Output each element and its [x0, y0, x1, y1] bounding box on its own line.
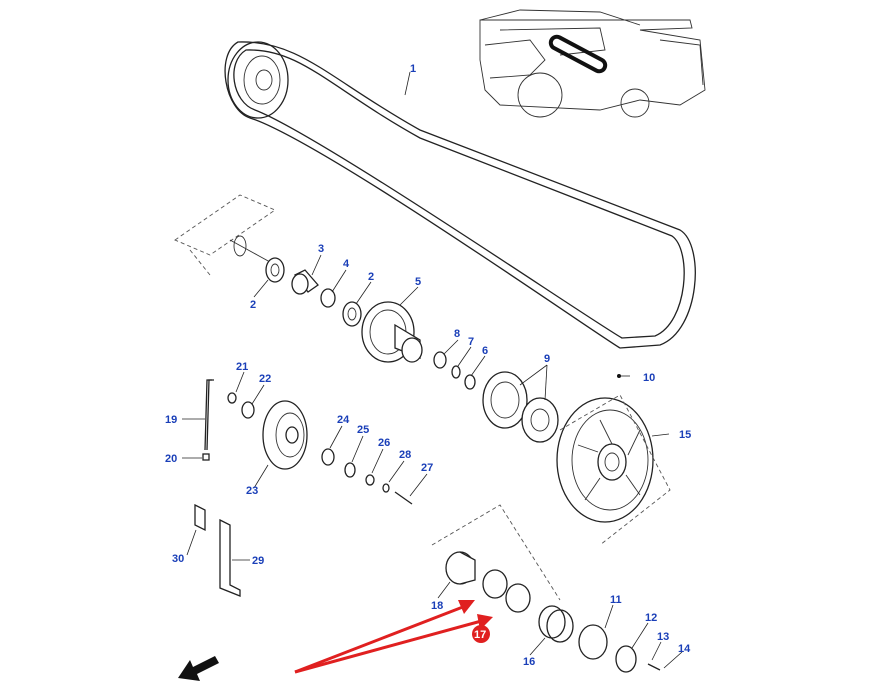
callout-25: 25 — [357, 424, 369, 436]
callout-23: 23 — [246, 485, 258, 497]
callout-17: 17 — [474, 629, 486, 641]
highlight-badge-17 — [472, 625, 490, 643]
callout-12: 12 — [645, 612, 657, 624]
callout-21: 21 — [236, 361, 248, 373]
callout-5: 5 — [415, 276, 421, 288]
leader-lines — [182, 254, 683, 669]
callout-13: 13 — [657, 631, 669, 643]
drive-belt — [224, 41, 696, 349]
callout-4: 4 — [343, 258, 350, 270]
callout-30: 30 — [172, 553, 184, 565]
callout-14: 14 — [678, 643, 691, 655]
callout-19: 19 — [165, 414, 177, 426]
callout-labels: 1 2 2 3 4 5 6 7 8 9 10 11 12 13 14 15 16… — [165, 63, 691, 668]
callout-29: 29 — [252, 555, 264, 567]
callout-28: 28 — [399, 449, 411, 461]
callout-2a: 2 — [250, 299, 256, 311]
shaft-reference — [174, 194, 276, 276]
callout-24: 24 — [337, 414, 350, 426]
callout-9: 9 — [544, 353, 550, 365]
callout-16: 16 — [523, 656, 535, 668]
callout-1: 1 — [410, 63, 416, 75]
callout-15: 15 — [679, 429, 691, 441]
callout-20: 20 — [165, 453, 177, 465]
callout-10: 10 — [643, 372, 655, 384]
callout-22: 22 — [259, 373, 271, 385]
combine-harvester-thumbnail — [479, 9, 706, 118]
front-direction-arrow-icon — [178, 656, 219, 681]
callout-8: 8 — [454, 328, 460, 340]
callout-27: 27 — [421, 462, 433, 474]
marker-dot — [617, 374, 621, 378]
callout-26: 26 — [378, 437, 390, 449]
highlight-arrows — [294, 600, 493, 674]
large-pulley — [556, 394, 671, 546]
callout-11: 11 — [610, 594, 622, 606]
callout-7: 7 — [468, 336, 474, 348]
lower-idler-assembly — [202, 379, 413, 505]
upper-idler-assembly — [265, 257, 559, 443]
tensioner-assembly — [431, 504, 661, 673]
callout-2b: 2 — [368, 271, 374, 283]
mounting-brackets — [194, 503, 241, 597]
callout-18: 18 — [431, 600, 443, 612]
callout-3: 3 — [318, 243, 324, 255]
callout-6: 6 — [482, 345, 488, 357]
